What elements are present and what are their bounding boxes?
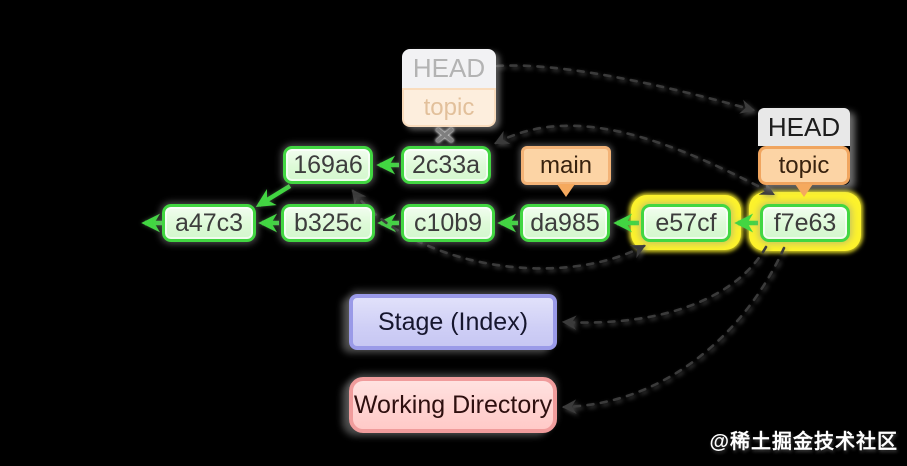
new-topic-tag: topic	[758, 146, 850, 185]
watermark: @稀土掘金技术社区	[709, 431, 898, 453]
edge-f7e63-working-directory	[561, 246, 786, 414]
new-head-topic-label: HEAD topic	[758, 108, 850, 185]
old-head-tag: HEAD	[402, 49, 496, 88]
commit-node-a47c3: a47c3	[162, 204, 256, 242]
commit-node-2c33a: 2c33a	[401, 146, 491, 184]
old-topic-tag: topic	[402, 88, 496, 127]
edge-f7e63-stage	[561, 245, 768, 330]
commit-node-f7e63: f7e63	[760, 204, 850, 242]
edge-parent-169a6-a47c3	[255, 184, 292, 207]
main-pointer-icon	[557, 184, 575, 197]
commit-node-b325c: b325c	[281, 204, 375, 242]
commit-node-e57cf: e57cf	[641, 204, 731, 242]
main-branch-label: main	[521, 146, 611, 185]
edge-head-moved	[495, 64, 756, 114]
working-directory-box: Working Directory	[349, 377, 557, 433]
commit-node-da985: da985	[520, 204, 610, 242]
stage-index-box: Stage (Index)	[349, 294, 557, 350]
topic-pointer-icon	[795, 184, 813, 197]
commit-node-169a6: 169a6	[283, 146, 373, 184]
new-head-tag: HEAD	[758, 108, 850, 146]
commit-node-c10b9: c10b9	[401, 204, 495, 242]
deleted-x-icon: ×	[433, 119, 456, 152]
old-head-topic-label: HEAD topic	[402, 49, 496, 127]
